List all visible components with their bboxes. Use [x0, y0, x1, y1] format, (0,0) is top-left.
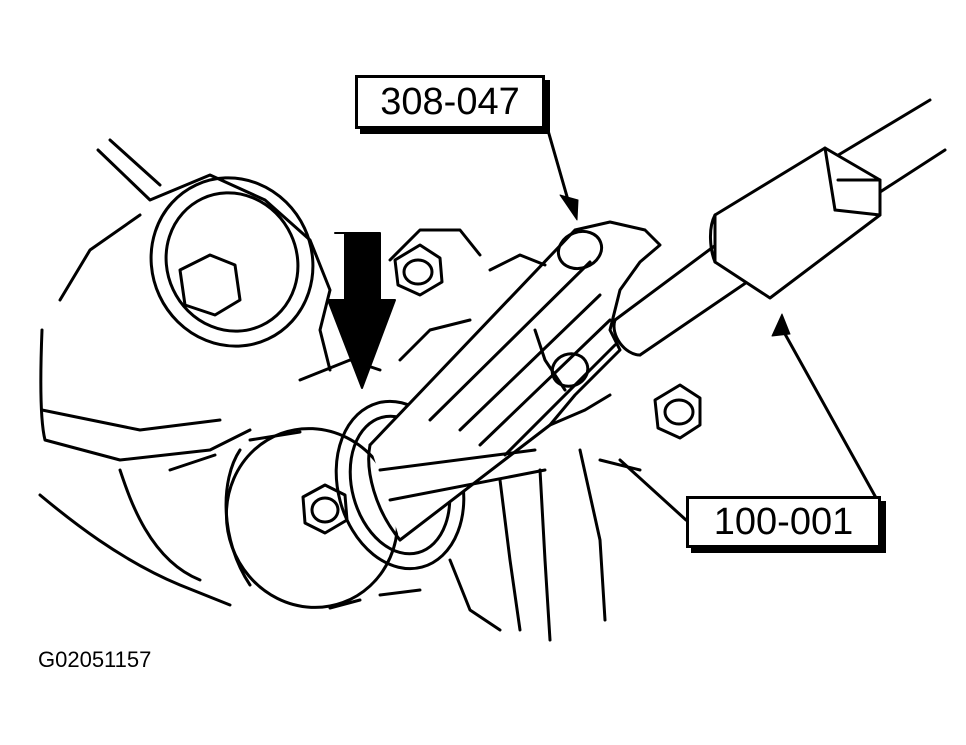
- handle-tool-100-001: [612, 98, 947, 357]
- knuckle-housing: [38, 138, 642, 642]
- down-arrow-icon: [327, 232, 396, 389]
- housing-bore: [149, 176, 315, 348]
- installer-tool-308-047: [367, 220, 662, 542]
- leader-100-001: [618, 313, 882, 522]
- bolt-heads: [393, 243, 702, 440]
- leader-308-047: [543, 118, 579, 221]
- tool-number-label: 308-047: [355, 75, 545, 129]
- figure-code: G02051157: [38, 647, 152, 672]
- tool-number-label: 100-001: [686, 496, 881, 548]
- hub-disk: [224, 427, 400, 610]
